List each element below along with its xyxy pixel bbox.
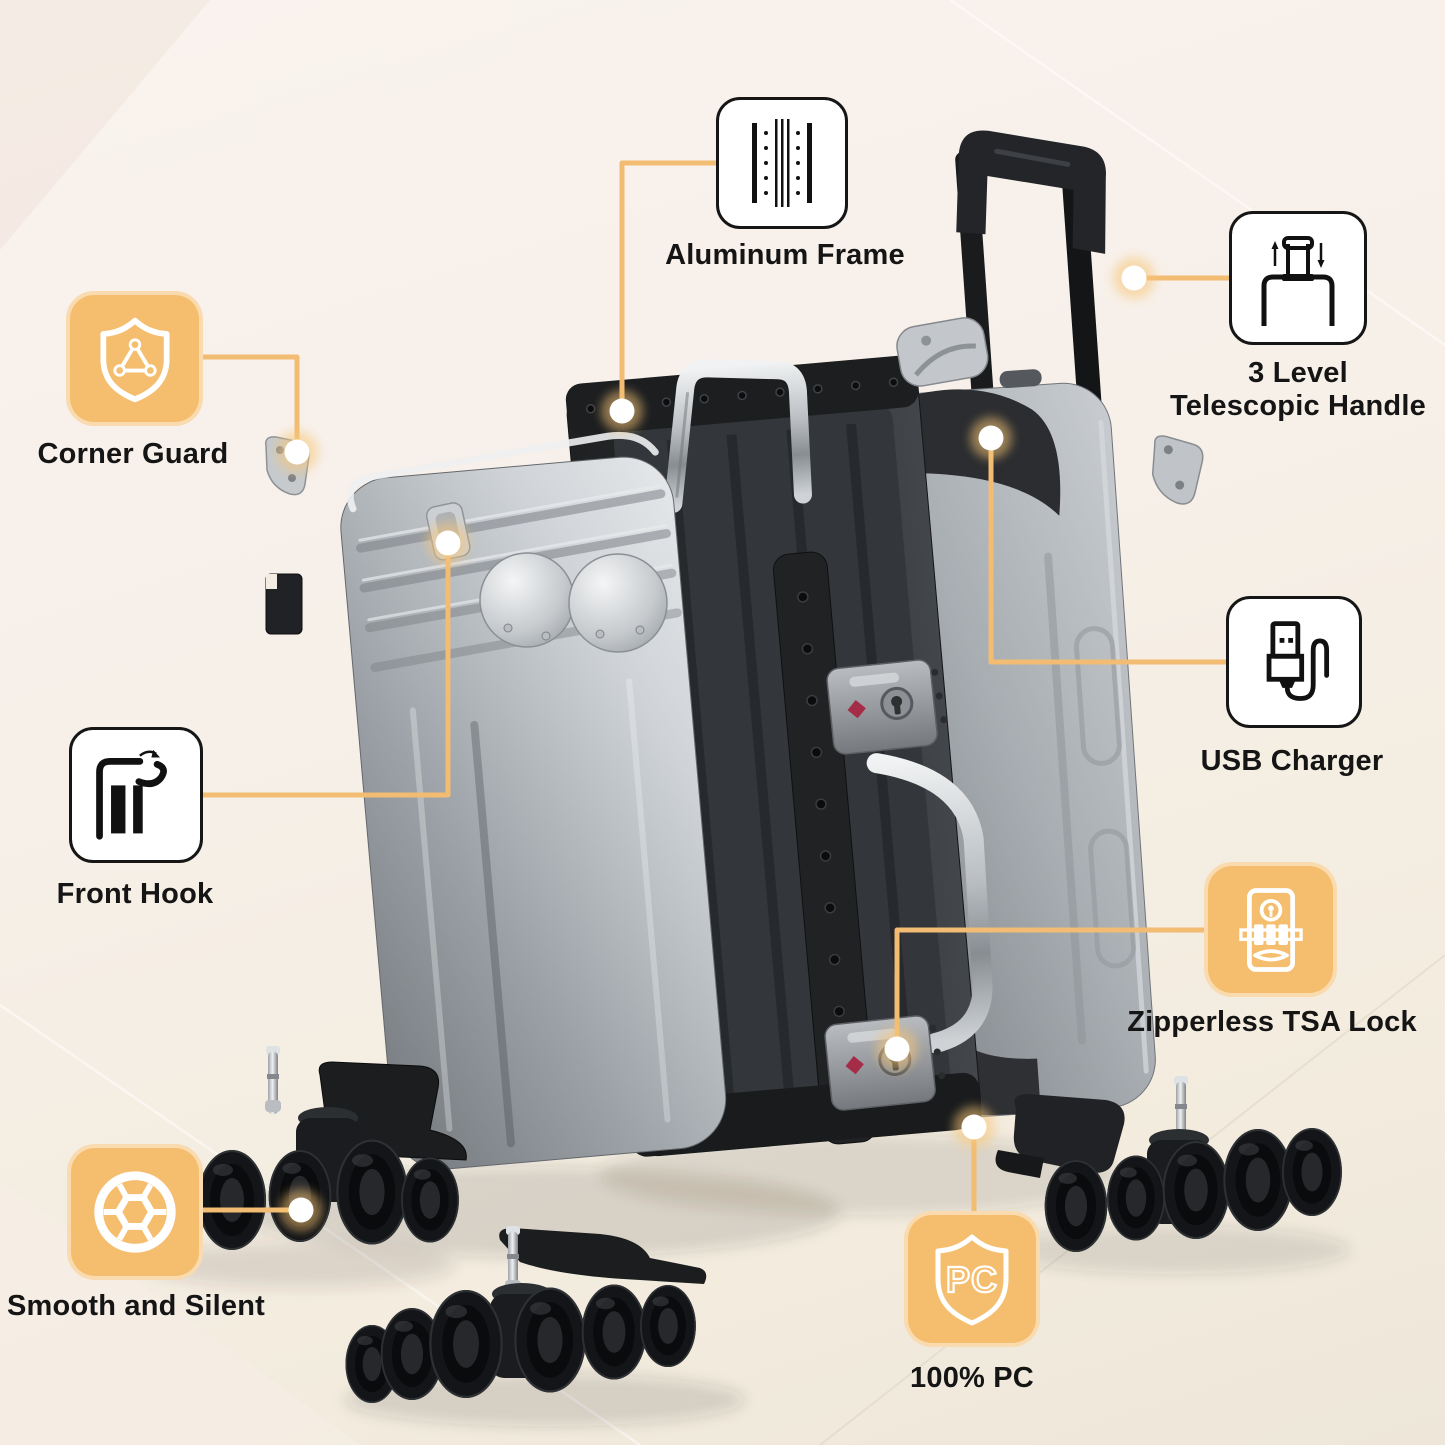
- wheels-label: Smooth and Silent: [7, 1290, 265, 1322]
- pc-shield-text: PC: [946, 1259, 998, 1300]
- shield-triangle-icon: [99, 317, 170, 402]
- wheel-icon: [94, 1171, 176, 1253]
- wheel-cluster-left: [148, 1046, 467, 1252]
- tsa-lock-part-upper: [826, 659, 948, 755]
- wheel-cluster-center: [344, 1226, 707, 1404]
- tsa-lock-icon: [1238, 887, 1303, 972]
- telescopic-handle-label-line2: Telescopic Handle: [1170, 390, 1426, 423]
- connector-dots: [276, 257, 1155, 1231]
- aluminum-frame-callout: [716, 97, 848, 229]
- leader-line-front-hook: [203, 543, 451, 798]
- pc-shield-icon: PC: [935, 1234, 1009, 1326]
- front-hook-label: Front Hook: [56, 878, 214, 910]
- pc-material-label: 100% PC: [910, 1362, 1034, 1394]
- hook-block-part: [265, 573, 303, 635]
- side-handle-part: [866, 753, 993, 1054]
- telescopic-handle-label: 3 Level Telescopic Handle: [1138, 357, 1445, 424]
- aluminum-frame-label: Aluminum Frame: [665, 239, 905, 271]
- corner-guard-part-right: [1151, 435, 1204, 505]
- tsa-lock-label: Zipperless TSA Lock: [1127, 1006, 1417, 1038]
- front-hook-callout: [69, 727, 203, 863]
- wheels-callout: [67, 1144, 203, 1280]
- front-shell-corner-caps: [479, 552, 668, 653]
- leader-line-aluminum-frame: [619, 160, 716, 411]
- telescopic-handle-icon: [1261, 236, 1335, 326]
- aluminum-frame-icon: [752, 119, 812, 207]
- handle-cap-part: [896, 317, 989, 387]
- usb-plug-icon: [1266, 621, 1330, 701]
- usb-charger-callout: [1226, 596, 1362, 728]
- tsa-lock-callout: [1204, 862, 1337, 997]
- carry-handle-part: [664, 359, 812, 513]
- usb-charger-label: USB Charger: [1200, 745, 1384, 777]
- front-hook-icon: [96, 749, 167, 840]
- pc-material-callout: PC: [904, 1211, 1040, 1347]
- wheel-cluster-right: [995, 1076, 1343, 1253]
- leader-line-usb-charger: [988, 438, 1226, 665]
- leader-line-tsa-lock: [894, 927, 1204, 1049]
- corner-guard-callout: [66, 291, 203, 426]
- telescopic-handle-callout: [1229, 211, 1367, 345]
- telescopic-handle-label-line1: 3 Level: [1248, 357, 1348, 389]
- corner-guard-label: Corner Guard: [37, 438, 229, 470]
- leader-line-corner-guard: [203, 354, 300, 452]
